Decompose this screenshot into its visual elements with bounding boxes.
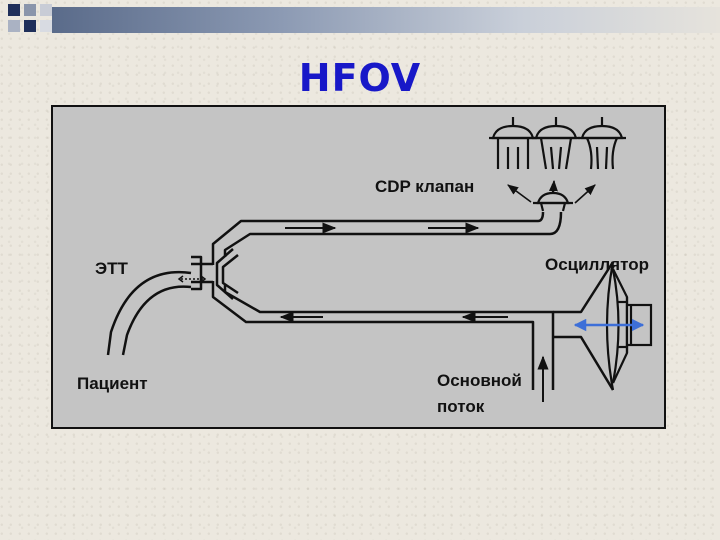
label-ett: ЭТТ	[95, 259, 128, 278]
circuit-tubes	[106, 211, 615, 391]
label-oscillator: Осциллятор	[545, 255, 649, 274]
label-main-flow-line2: поток	[437, 397, 485, 416]
ett-flow-hint	[177, 275, 207, 283]
circuit-drawing	[106, 117, 653, 402]
label-cdp-valve: CDP клапан	[375, 177, 475, 196]
slide-title: HFOV	[298, 56, 422, 100]
valve-icon-1	[489, 117, 537, 169]
label-patient: Пациент	[77, 374, 148, 393]
hfov-circuit-diagram: CDP клапан ЭТТ Осциллятор Пациент Основн…	[51, 105, 666, 429]
valve-icon-2	[532, 117, 580, 170]
cdp-valve-icon	[533, 184, 573, 212]
decorative-corner-squares	[0, 0, 720, 40]
valve-icon-3	[578, 117, 626, 170]
label-main-flow-line1: Основной	[437, 371, 522, 390]
header-gradient-bar	[52, 7, 720, 33]
